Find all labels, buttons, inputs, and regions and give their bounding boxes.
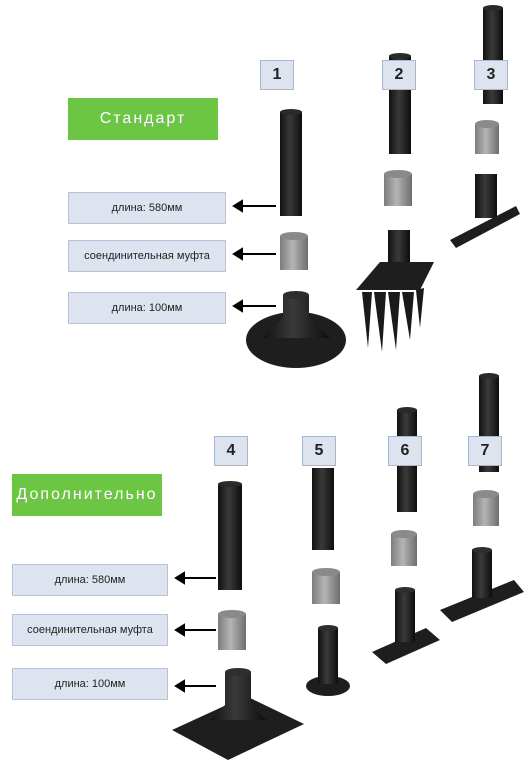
number-6: 6 [388,436,422,466]
number-3: 3 [474,60,508,90]
additional-label-length-580: длина: 580мм [12,564,168,596]
standard-title: Стандарт [68,98,218,140]
part-3 [450,5,520,248]
number-5: 5 [302,436,336,466]
number-7: 7 [468,436,502,466]
number-1: 1 [260,60,294,90]
standard-label-length-100: длина: 100мм [68,292,226,324]
standard-label-coupling: соендинительная муфта [68,240,226,272]
number-4: 4 [214,436,248,466]
number-2: 2 [382,60,416,90]
standard-label-length-580: длина: 580мм [68,192,226,224]
arrows-additional [174,571,216,693]
part-5 [306,468,350,696]
part-7 [440,373,524,622]
part-2 [356,53,434,352]
part-4 [172,481,304,760]
additional-label-coupling: соендинительная муфта [12,614,168,646]
additional-label-length-100: длина: 100мм [12,668,168,700]
additional-title: Дополнительно [12,474,162,516]
arrows-standard [232,199,276,313]
part-1 [246,109,346,368]
